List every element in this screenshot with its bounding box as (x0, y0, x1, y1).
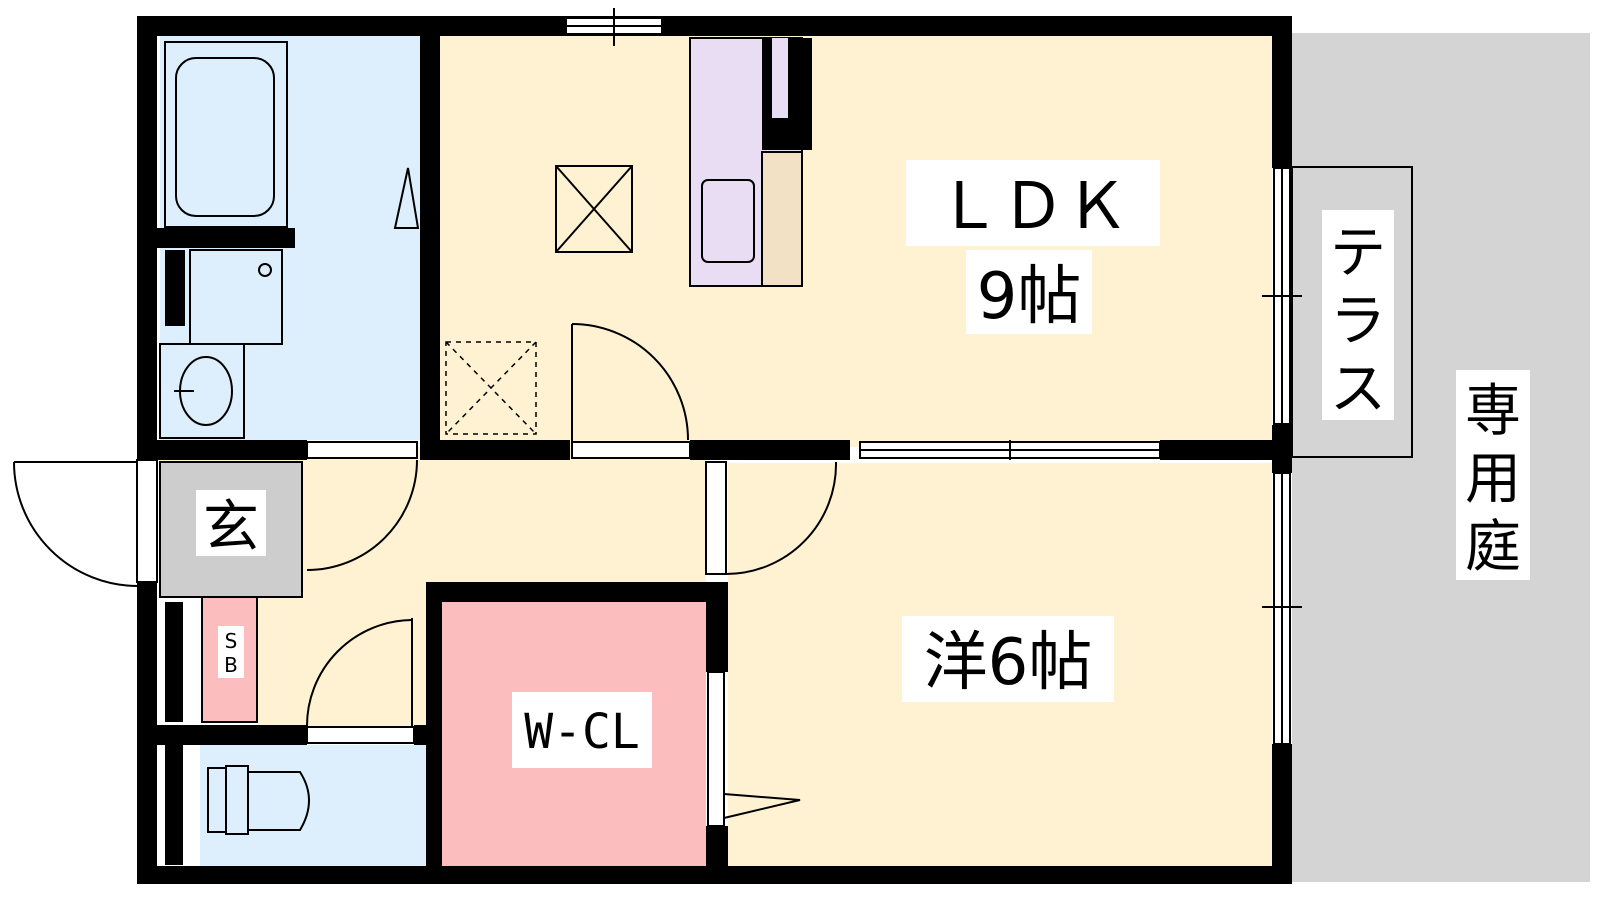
door-walk-in-closet[interactable] (707, 671, 801, 827)
terrace-label-bg (1322, 210, 1394, 420)
door-toilet[interactable] (305, 618, 415, 744)
garden-label-1: 専 (1465, 379, 1521, 444)
window-western-east (1262, 472, 1302, 745)
interior-walls (137, 36, 1292, 877)
ldk-size-label-bg (966, 250, 1092, 334)
toilet (207, 765, 310, 835)
kitchen-wall-cut (772, 38, 788, 118)
washing-machine-space (445, 341, 537, 435)
sliding-door-ldk-western (859, 440, 1161, 460)
walk-in-closet-label: W-CL (524, 704, 640, 760)
garden-label-3: 庭 (1465, 515, 1521, 580)
western-room-label-bg (902, 616, 1114, 702)
ldk-size-label: 9帖 (977, 260, 1082, 334)
walk-in-closet-label-bg (512, 692, 652, 768)
door-ldk[interactable] (571, 323, 691, 459)
terrace-label-3: ス (1330, 357, 1386, 422)
refrigerator-space (555, 165, 633, 253)
door-entrance-hall[interactable] (306, 441, 418, 571)
bath-drain (258, 263, 272, 277)
toilet-floor (200, 745, 426, 867)
western-room-label: 洋6帖 (924, 626, 1093, 700)
kitchen-side-counter (761, 151, 803, 287)
exterior-walls (137, 16, 1292, 884)
shoe-box-label-bottom: B (224, 653, 238, 677)
kitchen-sink (701, 179, 755, 263)
garden-label-bg (1456, 370, 1530, 580)
bathtub-inner (175, 57, 275, 217)
window-top (565, 8, 663, 46)
shoe-box-label-bg (218, 626, 244, 678)
window-ldk-east (1262, 167, 1302, 425)
terrace-label-1: テ (1330, 221, 1386, 286)
entrance-label: 玄 (203, 495, 259, 560)
ldk-name-label: ＬＤＫ (937, 170, 1129, 244)
terrace-label-2: ラ (1330, 289, 1386, 354)
door-western-room[interactable] (705, 461, 838, 575)
ldk-label-bg (906, 160, 1160, 246)
washbasin-counter (159, 343, 245, 439)
front-door[interactable] (13, 459, 158, 587)
hall-floor-lower (258, 582, 426, 732)
garden-label-2: 用 (1465, 447, 1521, 512)
bathtub (164, 41, 288, 228)
bath-door-swing (393, 167, 420, 229)
shoe-box-label-top: S (225, 629, 238, 653)
entrance-label-bg (196, 490, 266, 556)
